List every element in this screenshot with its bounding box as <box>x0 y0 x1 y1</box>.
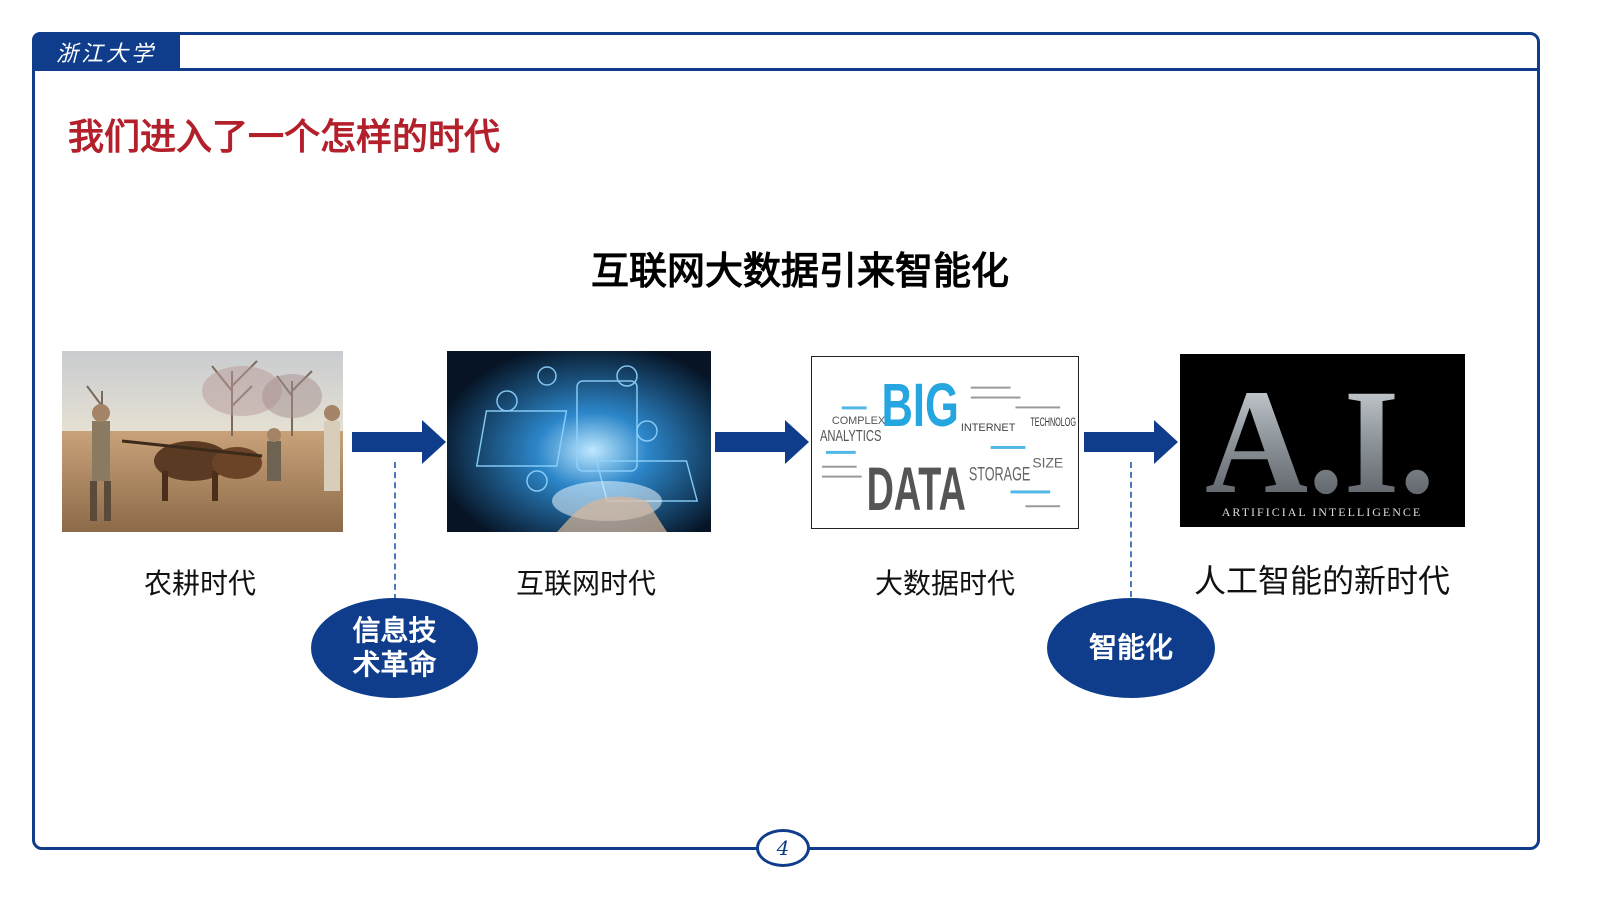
internet-era-image <box>447 351 711 532</box>
connector-line-2 <box>1130 462 1132 597</box>
connector-line-1 <box>394 462 396 600</box>
transition-oval-it-revolution: 信息技 术革命 <box>311 598 478 698</box>
analytics-word: ANALYTICS <box>820 428 882 445</box>
slide-subtitle: 互联网大数据引来智能化 <box>590 249 1009 293</box>
transition-oval-intelligence: 智能化 <box>1047 598 1215 698</box>
data-word: DATA <box>867 455 966 524</box>
technology-word: TECHNOLOG <box>1030 415 1076 429</box>
stage-label-ai: 人工智能的新时代 <box>1193 562 1450 600</box>
ai-poster-caption: ARTIFICIAL INTELLIGENCE <box>1222 505 1422 519</box>
university-logo: 浙江大学 <box>32 32 180 71</box>
big-word: BIG <box>881 371 958 440</box>
ai-poster-letters: A.I. <box>1205 359 1435 525</box>
stage-label-farming: 农耕时代 <box>143 567 256 600</box>
stage-label-internet: 互联网时代 <box>515 567 656 600</box>
storage-word: STORAGE <box>969 464 1031 486</box>
page-number: 4 <box>776 836 790 860</box>
complex-word: COMPLEX <box>832 415 886 427</box>
page-title: 我们进入了一个怎样的时代 <box>68 117 501 158</box>
stage-label-big-data: 大数据时代 <box>874 567 1015 600</box>
ai-era-image: A.I. ARTIFICIAL INTELLIGENCE <box>1180 354 1465 527</box>
farming-era-image <box>62 351 343 532</box>
arrow-3-icon <box>1084 420 1178 464</box>
internet-word: INTERNET <box>961 422 1016 434</box>
big-data-era-image: BIG DATA ANALYTICS COMPLEX STORAGE INTER… <box>811 356 1079 529</box>
size-word: SIZE <box>1032 455 1063 471</box>
header-rule <box>32 68 1540 71</box>
arrow-2-icon <box>715 420 809 464</box>
page-number-badge: 4 <box>756 829 810 867</box>
arrow-1-icon <box>352 420 446 464</box>
logo-text: 浙江大学 <box>55 41 156 67</box>
